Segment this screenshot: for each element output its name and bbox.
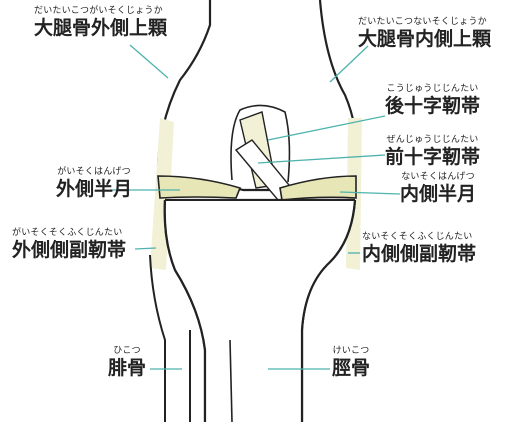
label-femur-medial-epicondyle: だいたいこつないそくじょうか 大腿骨内側上顆	[358, 17, 492, 50]
label-fibula: ひこつ 腓骨	[108, 346, 147, 379]
lateral-meniscus	[157, 175, 242, 199]
label-mcl: ないそくそくふくじんたい 内側側副靭帯	[362, 232, 477, 265]
tibia-inner-line	[229, 339, 233, 422]
medial-meniscus	[279, 175, 357, 201]
intercondylar-notch	[230, 104, 291, 183]
label-pcl: こうじゅうじじんたい 後十字靭帯	[385, 84, 481, 117]
leader-femur-medial	[329, 45, 369, 83]
tibia-fill	[165, 201, 354, 422]
leader-lcl	[134, 247, 157, 250]
label-tibia: けいこつ 脛骨	[332, 346, 371, 379]
label-femur-lateral-epicondyle: だいたいこつがいそくじょうか 大腿骨外側上顆	[34, 6, 168, 39]
label-lcl: がいそくそくふくじんたい 外側側副靭帯	[12, 228, 127, 261]
femur	[156, 0, 358, 192]
label-medial-meniscus: ないそくはんげつ 内側半月	[400, 172, 477, 205]
fibula	[149, 254, 191, 422]
label-lateral-meniscus: がいそくはんげつ 外側半月	[56, 167, 133, 200]
leader-acl	[257, 154, 386, 164]
leader-lines	[110, 44, 401, 370]
tibia-outline	[163, 199, 357, 422]
leader-medial-meniscus	[339, 191, 401, 195]
leader-femur-lateral	[129, 44, 169, 79]
leader-pcl	[267, 115, 386, 141]
label-acl: ぜんじゅうじじんたい 前十字靭帯	[385, 135, 481, 168]
